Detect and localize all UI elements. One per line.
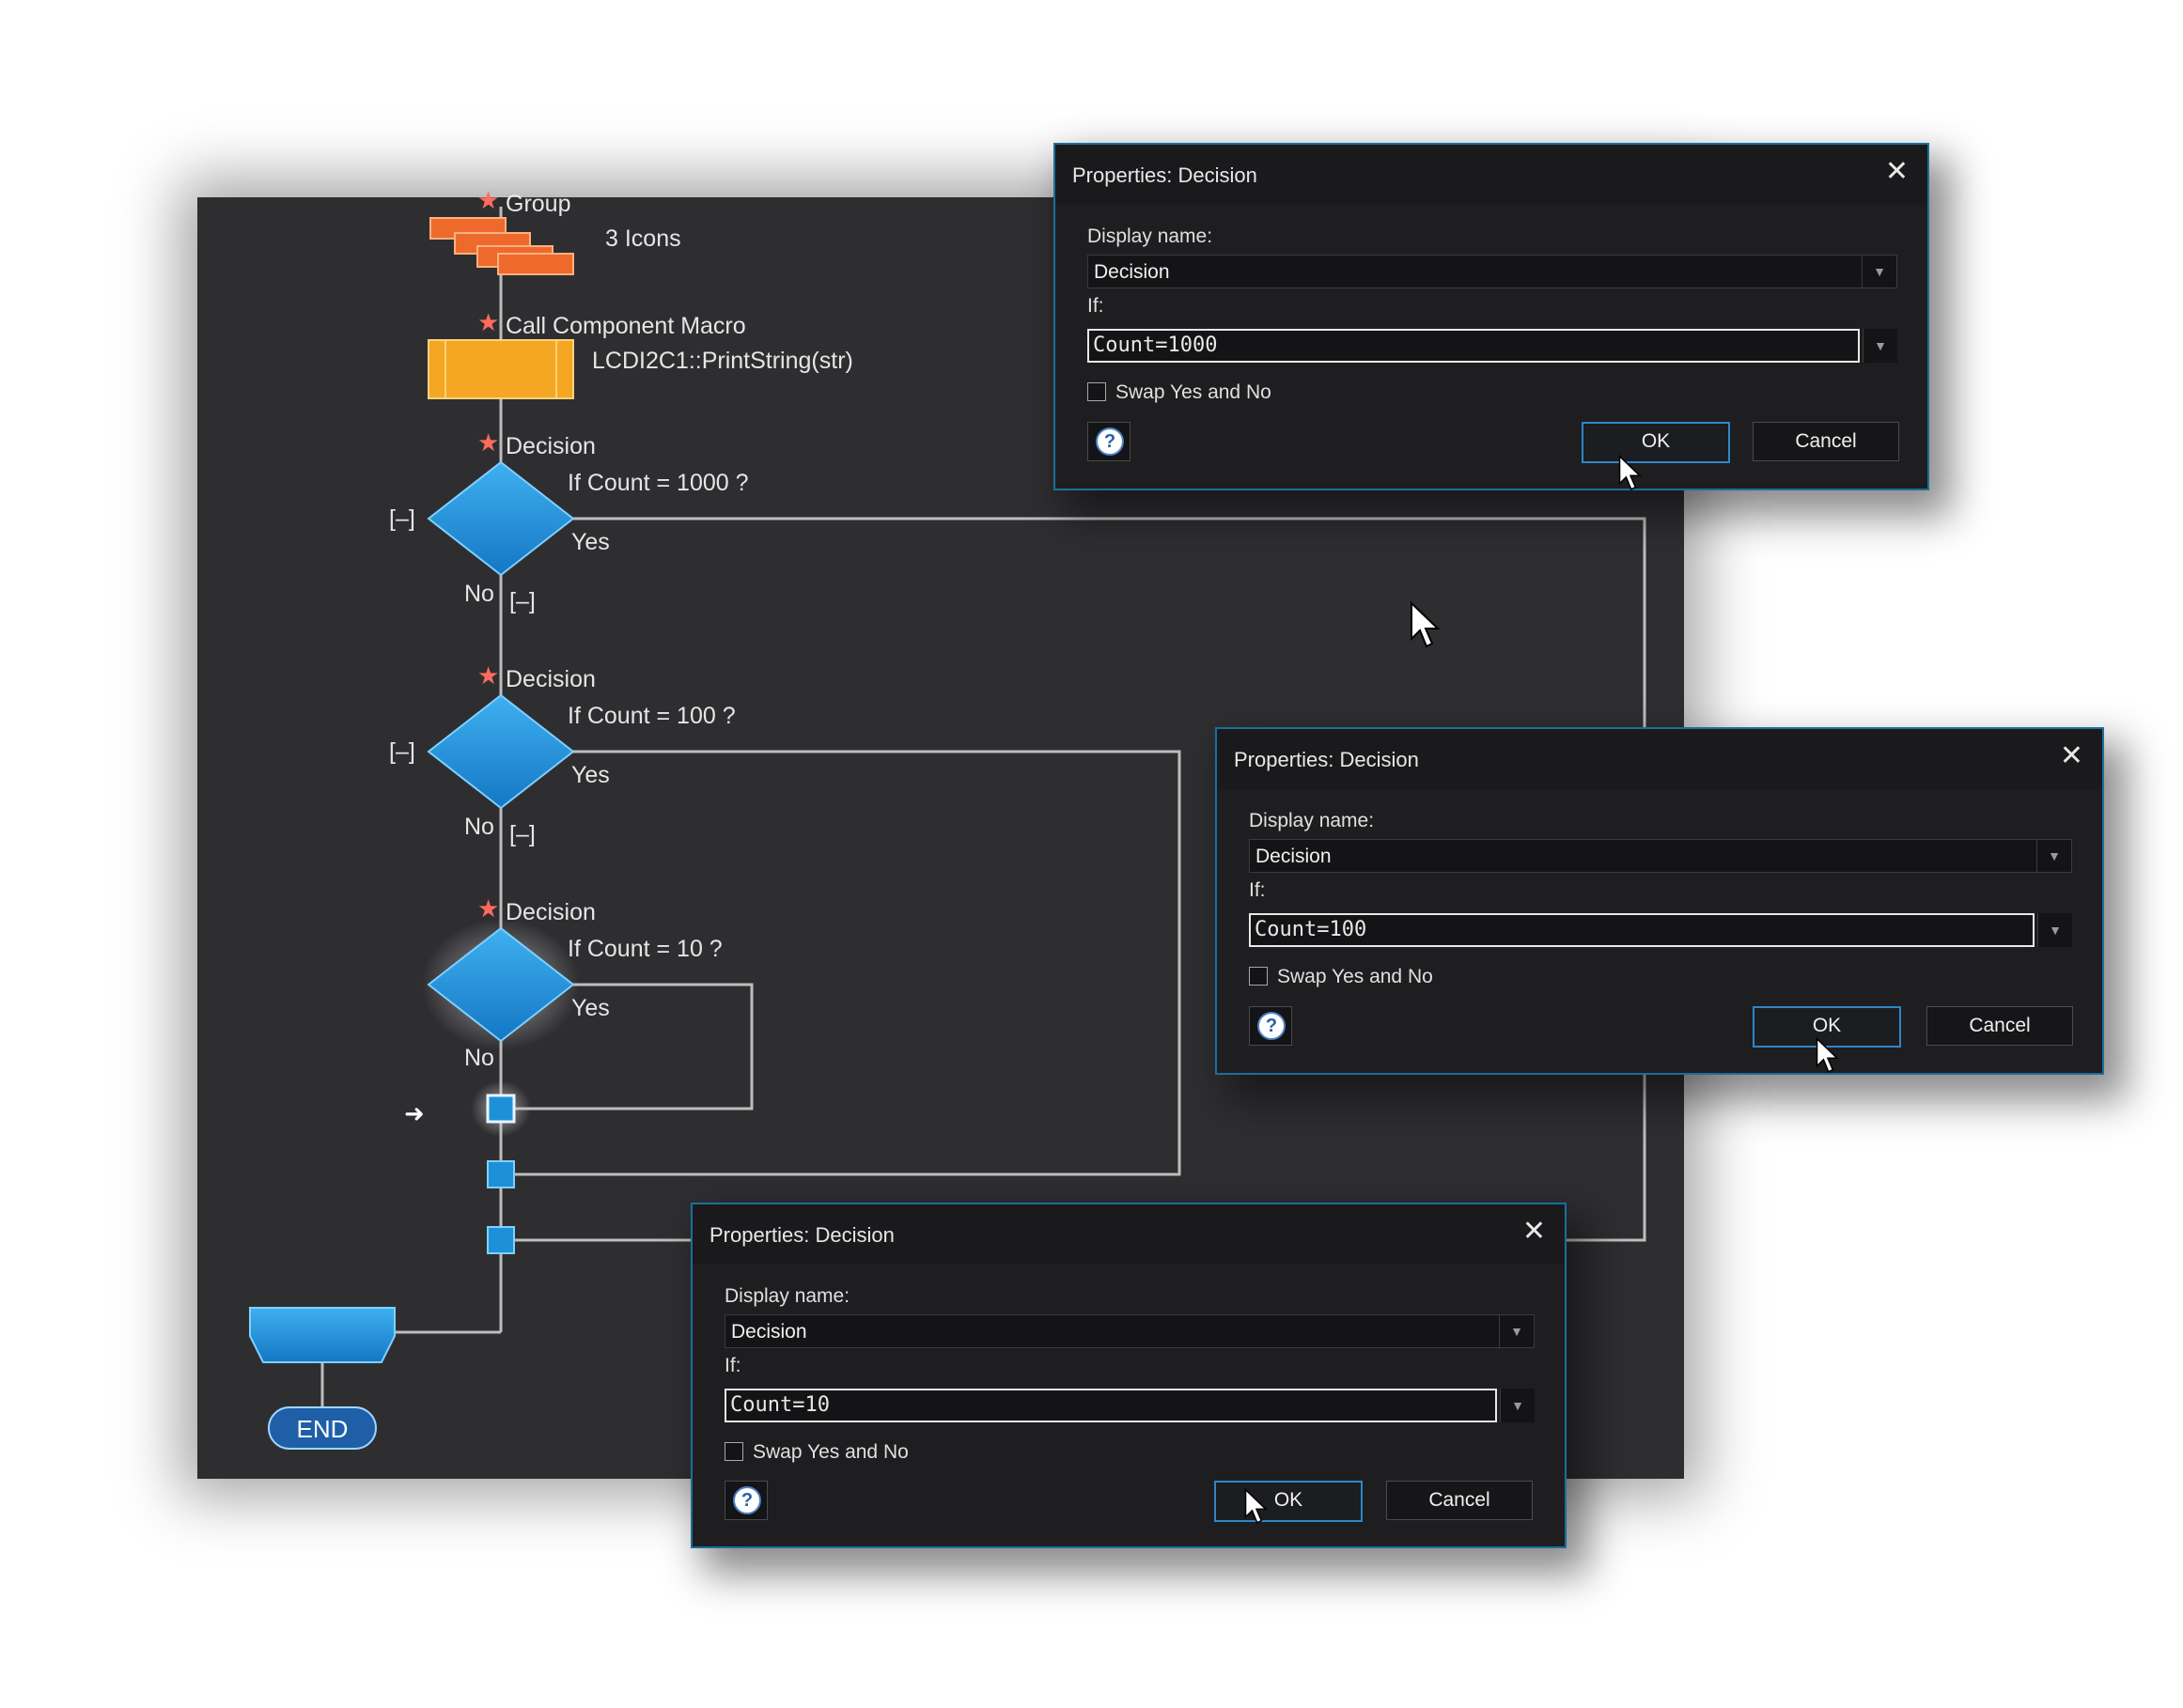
decision-1-collapse-below[interactable]: [–] [509,588,536,614]
cancel-button[interactable]: Cancel [1753,422,1899,461]
help-button[interactable]: ? [1087,422,1130,461]
properties-dialog-3[interactable]: Properties: Decision ✕ Display name: Dec… [691,1203,1567,1548]
ok-button[interactable]: OK [1753,1006,1901,1048]
decision-3-yes: Yes [571,995,610,1021]
display-name-label: Display name: [725,1285,850,1307]
checkbox-box[interactable] [725,1442,743,1461]
decision-1-label: Decision [506,433,596,459]
chevron-down-icon[interactable]: ▼ [1863,329,1897,363]
chevron-down-icon[interactable]: ▼ [2037,913,2072,947]
decision-1-diamond[interactable] [427,460,575,577]
end-loop-block[interactable] [249,1307,396,1363]
if-expression-field[interactable]: Count=100 ▼ [1249,913,2072,947]
display-name-label: Display name: [1087,225,1213,247]
mouse-cursor-icon [1618,455,1642,490]
decision-2-collapse-left[interactable]: [–] [389,738,415,765]
group-label: Group [506,191,570,217]
macro-block[interactable] [428,339,574,399]
swap-yes-no-checkbox[interactable]: Swap Yes and No [725,1441,909,1464]
display-name-select[interactable]: Decision ▼ [725,1314,1535,1348]
star-icon: ★ [477,429,499,458]
star-icon: ★ [477,309,499,337]
if-expression-input[interactable]: Count=1000 [1087,329,1860,363]
help-button[interactable]: ? [725,1481,768,1520]
dialog-title: Properties: Decision [1072,163,1257,187]
star-icon: ★ [477,662,499,691]
macro-label: Call Component Macro [506,313,746,339]
help-button[interactable]: ? [1249,1006,1292,1046]
checkbox-box[interactable] [1249,967,1268,986]
if-expression-input[interactable]: Count=10 [725,1389,1497,1422]
dialog-titlebar[interactable]: Properties: Decision ✕ [693,1204,1565,1265]
mouse-cursor-icon [1816,1037,1839,1073]
decision-2-label: Decision [506,666,596,692]
if-label: If: [1087,295,1104,317]
display-name-label: Display name: [1249,810,1375,831]
decision-2-no: No [464,814,494,840]
display-name-value: Decision [1094,261,1170,283]
close-icon[interactable]: ✕ [2059,740,2083,771]
if-expression-field[interactable]: Count=1000 ▼ [1087,329,1897,363]
swap-yes-no-label: Swap Yes and No [1277,966,1433,987]
group-sub: 3 Icons [605,225,681,252]
decision-1-collapse-left[interactable]: [–] [389,505,415,532]
decision-2-diamond[interactable] [427,693,575,810]
end-label: END [297,1415,349,1443]
help-icon: ? [1257,1012,1286,1040]
decision-1-condition: If Count = 1000 ? [568,470,749,496]
decision-3-condition: If Count = 10 ? [568,936,723,962]
swap-yes-no-label: Swap Yes and No [1115,381,1271,403]
help-icon: ? [733,1486,761,1514]
decision-1-yes: Yes [571,529,610,555]
end-terminator[interactable] [268,1406,377,1450]
ok-button[interactable]: OK [1582,422,1730,463]
execution-arrow-icon: ➜ [404,1099,425,1127]
decision-2-yes: Yes [571,762,610,788]
dialog-titlebar[interactable]: Properties: Decision ✕ [1217,729,2102,789]
chevron-down-icon[interactable]: ▼ [1500,1389,1535,1422]
mouse-cursor-icon [1244,1488,1268,1524]
chevron-down-icon[interactable]: ▼ [2036,840,2071,872]
close-icon[interactable]: ✕ [1884,156,1909,187]
decision-3-label: Decision [506,899,596,925]
display-name-value: Decision [731,1321,807,1343]
star-icon: ★ [477,895,499,924]
swap-yes-no-checkbox[interactable]: Swap Yes and No [1087,381,1271,404]
ok-button[interactable]: OK [1214,1481,1363,1522]
junction-node[interactable] [486,1094,516,1124]
cancel-button[interactable]: Cancel [1386,1481,1533,1520]
if-expression-input[interactable]: Count=100 [1249,913,2035,947]
star-icon: ★ [477,187,499,215]
if-expression-field[interactable]: Count=10 ▼ [725,1389,1535,1422]
properties-dialog-1[interactable]: Properties: Decision ✕ Display name: Dec… [1053,143,1929,490]
chevron-down-icon[interactable]: ▼ [1862,256,1896,287]
chevron-down-icon[interactable]: ▼ [1499,1315,1534,1347]
if-label: If: [725,1355,741,1376]
if-label: If: [1249,879,1266,901]
decision-2-condition: If Count = 100 ? [568,703,736,729]
dialog-titlebar[interactable]: Properties: Decision ✕ [1055,145,1927,205]
dialog-title: Properties: Decision [709,1223,895,1247]
decision-1-no: No [464,581,494,607]
macro-sub: LCDI2C1::PrintString(str) [592,348,853,374]
properties-dialog-2[interactable]: Properties: Decision ✕ Display name: Dec… [1215,727,2104,1075]
swap-yes-no-label: Swap Yes and No [753,1441,909,1463]
decision-3-no: No [464,1045,494,1071]
help-icon: ? [1096,427,1124,456]
close-icon[interactable]: ✕ [1521,1216,1546,1247]
mouse-cursor-icon [1411,601,1441,648]
checkbox-box[interactable] [1087,382,1106,401]
decision-3-diamond[interactable] [427,926,575,1043]
junction-node[interactable] [487,1226,515,1254]
display-name-select[interactable]: Decision ▼ [1087,255,1897,288]
cancel-button[interactable]: Cancel [1926,1006,2073,1046]
junction-node[interactable] [487,1160,515,1188]
display-name-value: Decision [1255,846,1332,867]
swap-yes-no-checkbox[interactable]: Swap Yes and No [1249,966,1433,988]
decision-2-collapse-below[interactable]: [–] [509,821,536,847]
display-name-select[interactable]: Decision ▼ [1249,839,2072,873]
group-icon[interactable] [429,217,574,275]
dialog-title: Properties: Decision [1234,748,1419,771]
